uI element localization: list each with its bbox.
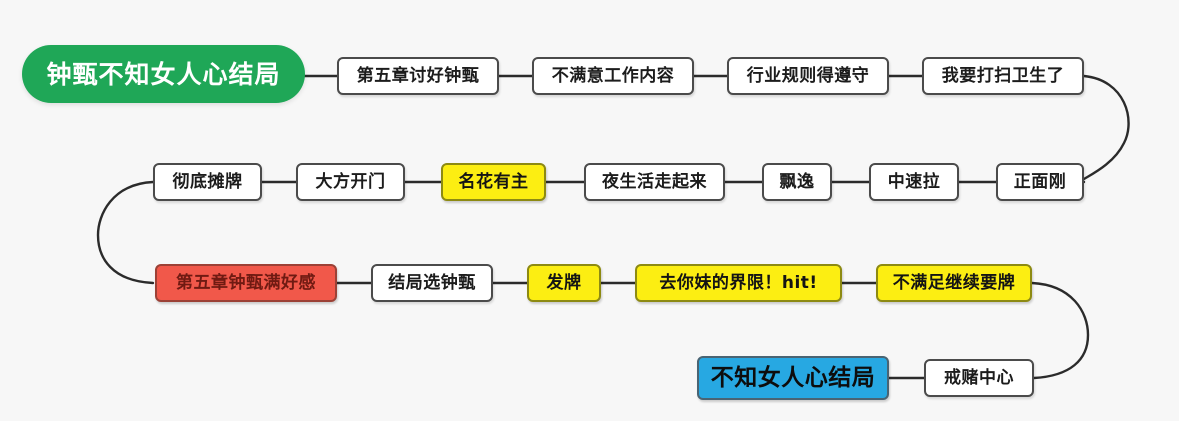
flow-node-label: 大方开门 [315,171,386,192]
flow-node-label: 正面刚 [1013,171,1067,192]
flow-node-label: 我要打扫卫生了 [941,65,1065,86]
flow-node-label: 不满足继续要牌 [892,272,1016,293]
flow-node-n3[interactable]: 不满意工作内容 [532,57,694,95]
flow-node-n11[interactable]: 中速拉 [869,163,959,201]
connector-row3-to-row4-curve [1030,281,1090,380]
flow-node-label: 戒赌中心 [944,367,1014,388]
flow-node-n2[interactable]: 第五章讨好钟甄 [337,57,499,95]
flow-node-n8[interactable]: 名花有主 [441,163,546,201]
flow-node-n13[interactable]: 第五章钟甄满好感 [155,264,337,302]
flow-node-label: 发牌 [546,272,582,293]
flow-node-label: 结局选钟甄 [388,272,476,293]
flow-node-label: 名花有主 [458,171,529,192]
flow-node-label: 不知女人心结局 [710,364,876,391]
flow-node-label: 夜生活走起来 [602,171,707,192]
flow-node-label: 第五章讨好钟甄 [356,65,480,86]
flow-node-n18[interactable]: 不知女人心结局 [697,356,889,400]
flow-node-label: 第五章钟甄满好感 [176,272,316,293]
flow-node-n1[interactable]: 钟甄不知女人心结局 [22,45,305,103]
flow-node-n4[interactable]: 行业规则得遵守 [727,57,889,95]
connector-row1-to-row2-curve [1080,74,1130,184]
flow-node-n10[interactable]: 飘逸 [762,163,832,201]
flow-node-label: 行业规则得遵守 [746,65,870,86]
flow-node-label: 彻底摊牌 [172,171,243,192]
flow-node-n5[interactable]: 我要打扫卫生了 [922,57,1084,95]
flow-node-label: 钟甄不知女人心结局 [46,59,281,89]
flow-node-n6[interactable]: 彻底摊牌 [153,163,262,201]
flow-node-n9[interactable]: 夜生活走起来 [584,163,725,201]
flow-node-n19[interactable]: 戒赌中心 [924,359,1034,397]
flow-node-n7[interactable]: 大方开门 [296,163,405,201]
flow-node-label: 飘逸 [779,171,815,192]
flow-node-n15[interactable]: 发牌 [527,264,601,302]
flow-node-n12[interactable]: 正面刚 [996,163,1084,201]
flow-node-n17[interactable]: 不满足继续要牌 [876,264,1032,302]
flow-node-label: 去你妹的界限！hit! [659,272,818,293]
flow-node-n16[interactable]: 去你妹的界限！hit! [635,264,842,302]
connector-row2-to-row3-curve [96,180,155,285]
flow-node-n14[interactable]: 结局选钟甄 [371,264,493,302]
flow-node-label: 中速拉 [887,171,941,192]
flow-node-label: 不满意工作内容 [551,65,675,86]
